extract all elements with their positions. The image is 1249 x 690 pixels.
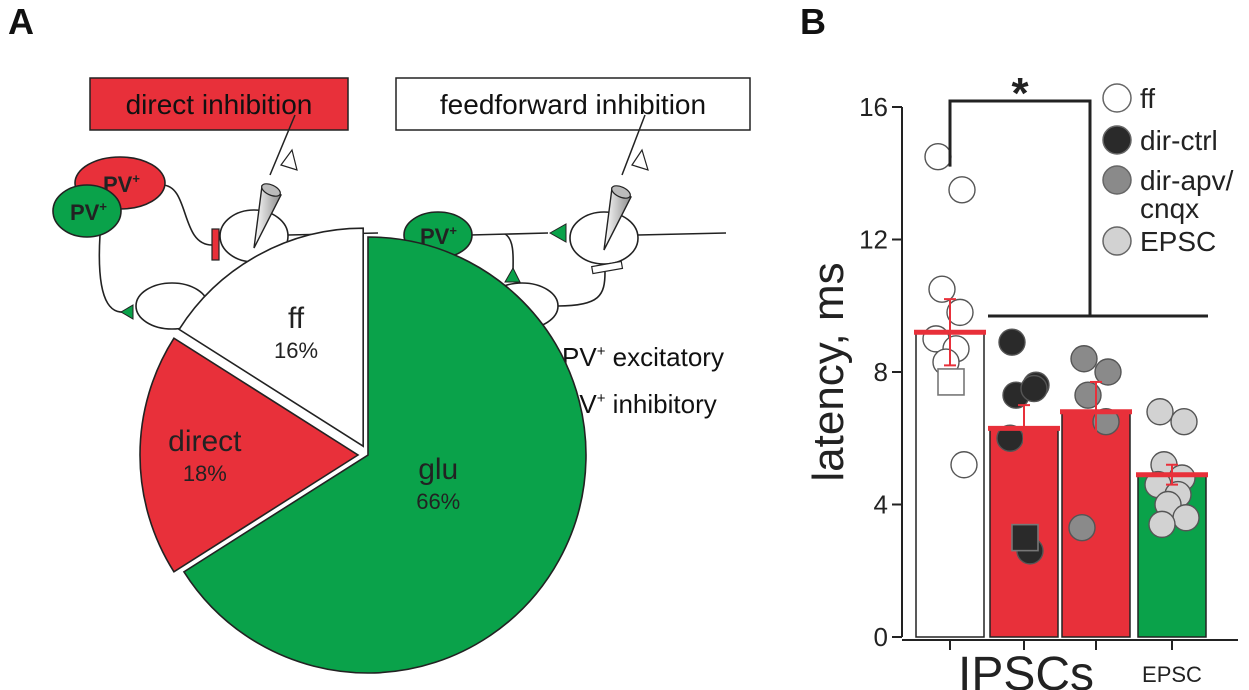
inhibitory-synapse-icon [211,228,220,261]
direct-inhibition-label: direct inhibition [126,89,313,120]
point-dir-ctrl [1020,374,1048,403]
pv-neuron-green [52,184,122,238]
feedforward-inhibition-label: feedforward inhibition [440,89,706,120]
pie-slice-direct [139,337,360,573]
point-ff [950,451,978,479]
point-dir-apv-cnqx [1094,358,1122,386]
legend-marker-dir-apv- [1102,165,1132,195]
legend-label-dir-ctrl: dir-ctrl [1140,125,1218,156]
legend-label2-dir-apv-: cnqx [1140,193,1199,224]
legend-excitatory-label: PV+ excitatory [562,342,724,372]
point-ff [928,275,956,303]
y-tick-label: 0 [874,622,888,652]
square-point-dir-ctrl [1011,523,1039,552]
square-point-ff [937,368,965,396]
pie-slice-glu [182,236,587,674]
legend-marker-ff [1102,83,1132,113]
legend-label-ff: ff [1140,83,1155,114]
pie-chart: glu 66% direct 18% ff 16% [139,227,587,674]
significance-bracket [948,99,1092,316]
pie-pct-ff: 16% [274,338,318,363]
ff-excitatory-synapse-icon [548,223,567,243]
pv-green-axon [98,234,129,313]
feedforward-inhibition-box [395,77,751,131]
ff-interneuron-axon [557,271,606,307]
point-dir-apv-cnqx [1074,381,1102,409]
point-epsc [1172,504,1200,532]
legend-label-epsc: EPSC [1140,226,1216,257]
pipette-wire [269,114,296,176]
pie-pct-direct: 18% [183,461,227,486]
legend-marker-dir-ctrl [1102,125,1132,155]
pie-pct-glu: 66% [416,489,460,514]
y-tick-label: 4 [874,490,888,520]
y-tick-label: 16 [859,92,888,122]
point-epsc [1146,398,1174,426]
panel-letter-b: B [800,1,826,42]
pie-label-glu: glu [418,453,458,486]
bar-chart: 0 4 8 12 16 latency, ms IPSCs EPSC * ff dir-ctrl di… [804,69,1238,690]
legend-label-dir-apv-: dir-apv/ [1140,165,1234,196]
direct-circuit: PV+ PV+ [52,114,379,330]
group-label-ipscs: IPSCs [958,648,1094,690]
point-epsc [1170,407,1198,436]
point-dir-ctrl [998,328,1026,356]
pv-green-label: PV+ [70,199,107,225]
panel-letter-a: A [8,1,34,42]
pipette-arrow-icon [280,148,298,171]
y-tick-label: 12 [859,225,888,255]
significance-star: * [1011,69,1029,118]
pv-red-axon [161,184,213,246]
legend-inhibitory-label: PV+ inhibitory [562,389,717,419]
point-dir-apv-cnqx [1070,345,1098,373]
y-axis-label: latency, ms [804,262,853,481]
pie-label-ff: ff [288,302,305,335]
pie-slice-ff [178,227,364,448]
excitatory-synapse-icon [120,304,134,320]
point-ff [948,176,976,204]
point-dir-apv-cnqx [1092,407,1120,436]
legend-marker-epsc [1102,226,1132,256]
direct-inhibition-box [89,77,349,131]
principal-neuron-ff [569,211,639,265]
group-label-epsc: EPSC [1142,662,1202,687]
y-tick-label: 8 [874,357,888,387]
pie-label-direct: direct [168,425,242,458]
point-ff [924,142,952,171]
point-epsc [1148,510,1176,539]
point-ff [946,298,974,327]
legend-a: PV+ excitatory PV+ inhibitory [510,342,724,419]
circuit-diagram: direct inhibition feedforward inhibition… [52,77,751,330]
ff-inhibitory-synapse-icon [591,260,624,275]
pv-ff-axon [469,232,549,236]
point-dir-apv-cnqx [1068,513,1096,542]
